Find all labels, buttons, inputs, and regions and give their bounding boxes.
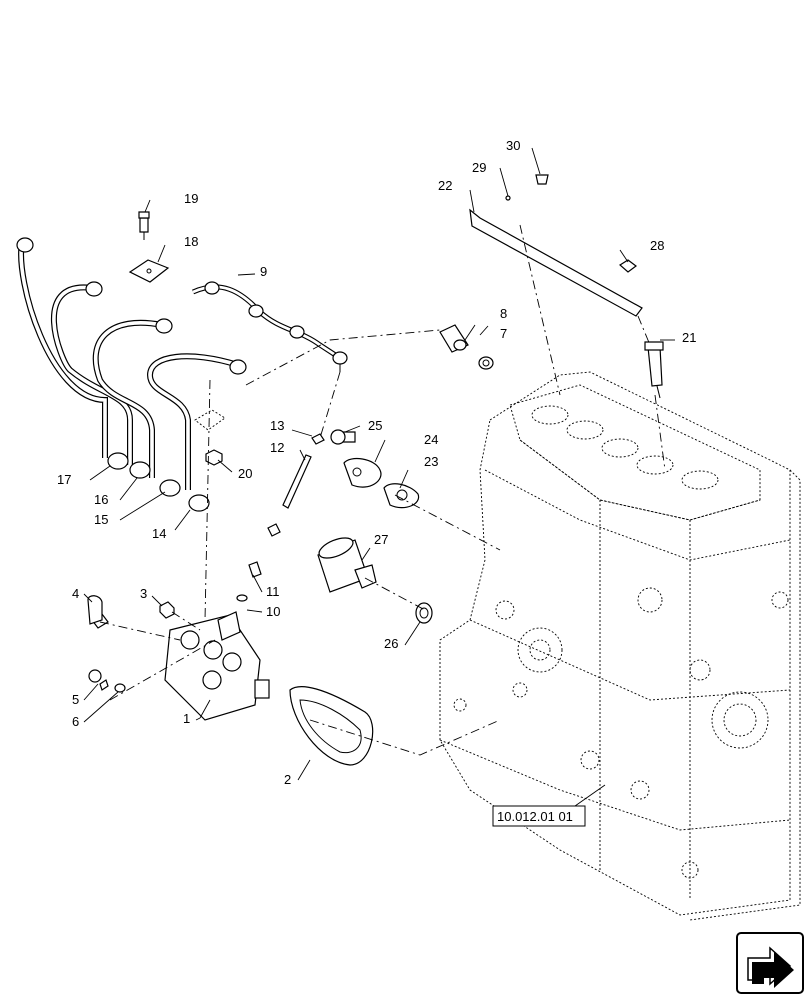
callout-26: 26 <box>384 636 398 651</box>
callout-25: 25 <box>368 418 382 433</box>
pump-assembly <box>87 595 374 766</box>
callout-3: 3 <box>140 586 147 601</box>
callout-15: 15 <box>94 512 108 527</box>
callout-27: 27 <box>374 532 388 547</box>
clamp-assembly <box>128 211 226 466</box>
callout-20: 20 <box>238 466 252 481</box>
callout-1: 1 <box>183 711 190 726</box>
callout-7: 7 <box>500 326 507 341</box>
right-parts <box>439 174 664 399</box>
engine-block <box>439 371 801 921</box>
navigation-arrow-icon[interactable] <box>736 932 804 994</box>
callout-2: 2 <box>284 772 291 787</box>
reference-box[interactable]: 10.012.01 01 <box>492 805 586 827</box>
callout-22: 22 <box>438 178 452 193</box>
reference-label: 10.012.01 01 <box>497 809 573 824</box>
callout-28: 28 <box>650 238 664 253</box>
callout-6: 6 <box>72 714 79 729</box>
callout-5: 5 <box>72 692 79 707</box>
callout-21: 21 <box>682 330 696 345</box>
center-lines <box>99 224 666 756</box>
center-parts <box>236 429 433 624</box>
callout-16: 16 <box>94 492 108 507</box>
callout-23: 23 <box>424 454 438 469</box>
callout-30: 30 <box>506 138 520 153</box>
callout-13: 13 <box>270 418 284 433</box>
callout-11: 11 <box>266 584 280 599</box>
callout-9: 9 <box>260 264 267 279</box>
callout-labels: 1 2 3 4 5 6 7 8 9 10 11 12 13 14 15 16 1… <box>57 138 696 787</box>
callout-19: 19 <box>184 191 198 206</box>
injection-lines <box>16 237 247 512</box>
callout-29: 29 <box>472 160 486 175</box>
callout-10: 10 <box>266 604 280 619</box>
callout-18: 18 <box>184 234 198 249</box>
callout-8: 8 <box>500 306 507 321</box>
leader-lines <box>83 147 675 821</box>
return-line <box>191 281 348 372</box>
callout-24: 24 <box>424 432 438 447</box>
callout-14: 14 <box>152 526 166 541</box>
callout-4: 4 <box>72 586 79 601</box>
callout-12: 12 <box>270 440 284 455</box>
callout-17: 17 <box>57 472 71 487</box>
